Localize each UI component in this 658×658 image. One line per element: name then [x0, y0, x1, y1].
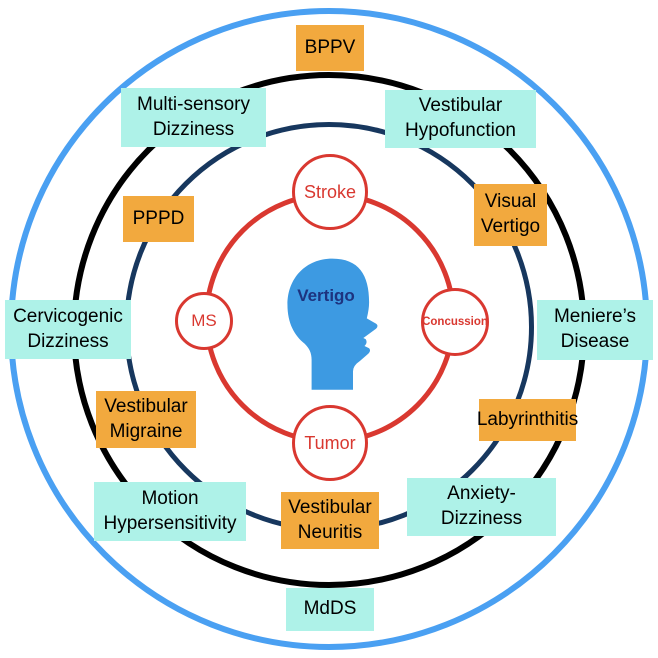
box-cervicogenic-dizziness: Cervicogenic Dizziness — [5, 300, 131, 359]
box-multisensory-dizziness: Multi-sensory Dizziness — [121, 88, 266, 147]
box-mdds: MdDS — [286, 588, 374, 631]
node-stroke: Stroke — [292, 154, 368, 230]
box-vestibular-migraine: Vestibular Migraine — [96, 391, 196, 448]
box-menieres-disease: Meniere’s Disease — [537, 300, 653, 360]
node-ms: MS — [175, 292, 233, 350]
node-tumor: Tumor — [292, 405, 368, 481]
box-visual-vertigo: Visual Vertigo — [474, 184, 547, 246]
box-pppd: PPPD — [123, 196, 194, 242]
box-labyrinthitis: Labyrinthitis — [477, 399, 578, 441]
box-bppv: BPPV — [296, 25, 364, 71]
head-silhouette-icon — [287, 258, 378, 390]
box-anxiety-dizziness: Anxiety-Dizziness — [407, 478, 556, 536]
box-vestibular-neuritis: Vestibular Neuritis — [281, 492, 379, 549]
box-motion-hypersensitivity: Motion Hypersensitivity — [94, 482, 246, 541]
box-vestibular-hypofunction: Vestibular Hypofunction — [385, 90, 536, 148]
node-concussion: Concussion — [421, 288, 489, 356]
head-path — [287, 258, 378, 390]
center-label: Vertigo — [297, 286, 355, 305]
